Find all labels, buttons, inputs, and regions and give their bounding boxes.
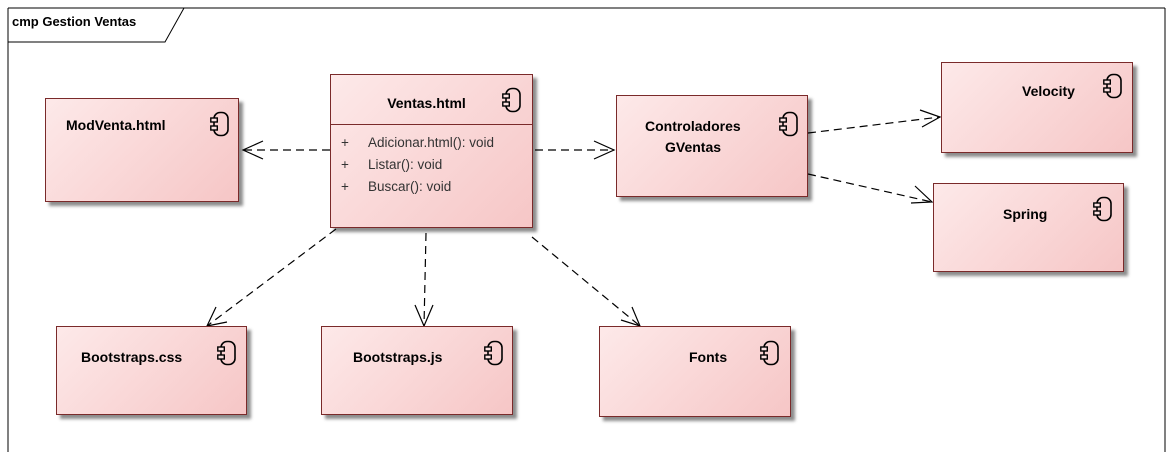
dependency-controladores-spring xyxy=(807,173,933,203)
frame xyxy=(7,7,1166,452)
visibility-marker: + xyxy=(341,179,349,194)
component-icon xyxy=(779,111,798,137)
arrowhead xyxy=(919,109,942,128)
dependency-ventas-fonts xyxy=(531,236,641,327)
arrowhead xyxy=(910,185,934,204)
component-icon xyxy=(1103,73,1122,99)
component-name: Spring xyxy=(1003,206,1048,222)
operation-signature: Listar(): void xyxy=(368,157,443,172)
component-icon xyxy=(502,87,521,113)
component-name: Velocity xyxy=(1022,83,1075,99)
component-bootstraps-js[interactable]: Bootstraps.js xyxy=(321,326,513,415)
component-name: Bootstraps.js xyxy=(353,349,443,365)
dependency-arrows xyxy=(205,109,942,328)
component-fonts[interactable]: Fonts xyxy=(599,326,791,417)
component-icon xyxy=(484,340,503,366)
component-icon xyxy=(760,340,779,366)
component-icon xyxy=(217,340,236,366)
component-velocity[interactable]: Velocity xyxy=(941,62,1133,153)
component-icon xyxy=(210,111,229,137)
component-name: Ventas.html xyxy=(387,95,466,111)
operations-compartment: + Adicionar.html(): void + Listar(): voi… xyxy=(331,124,532,230)
frame-label: cmp Gestion Ventas xyxy=(12,14,137,29)
arrowhead xyxy=(241,140,264,160)
visibility-marker: + xyxy=(341,135,349,150)
dependency-controladores-velocity xyxy=(807,116,941,134)
dependency-ventas-bootstraps-css xyxy=(206,228,337,327)
component-name: Bootstraps.css xyxy=(81,349,183,365)
arrowhead xyxy=(593,140,616,160)
component-spring[interactable]: Spring xyxy=(933,183,1124,272)
dependency-ventas-bootstraps-js xyxy=(423,232,427,327)
component-name: ModVenta.html xyxy=(66,117,166,133)
component-bootstraps-css[interactable]: Bootstraps.css xyxy=(56,326,247,415)
visibility-marker: + xyxy=(341,157,349,172)
operation-signature: Adicionar.html(): void xyxy=(368,135,495,150)
component-controladores[interactable]: Controladores GVentas xyxy=(616,95,808,197)
component-name-line1: Controladores xyxy=(645,118,741,134)
component-name: Fonts xyxy=(689,349,728,365)
component-name-line2: GVentas xyxy=(665,139,722,155)
operation-signature: Buscar(): void xyxy=(368,179,452,194)
component-icon xyxy=(1093,196,1112,222)
component-modventa[interactable]: ModVenta.html xyxy=(45,98,239,202)
frame-tab xyxy=(8,7,185,43)
component-ventas[interactable]: Ventas.html + Adicionar.html(): void + L… xyxy=(330,74,533,228)
